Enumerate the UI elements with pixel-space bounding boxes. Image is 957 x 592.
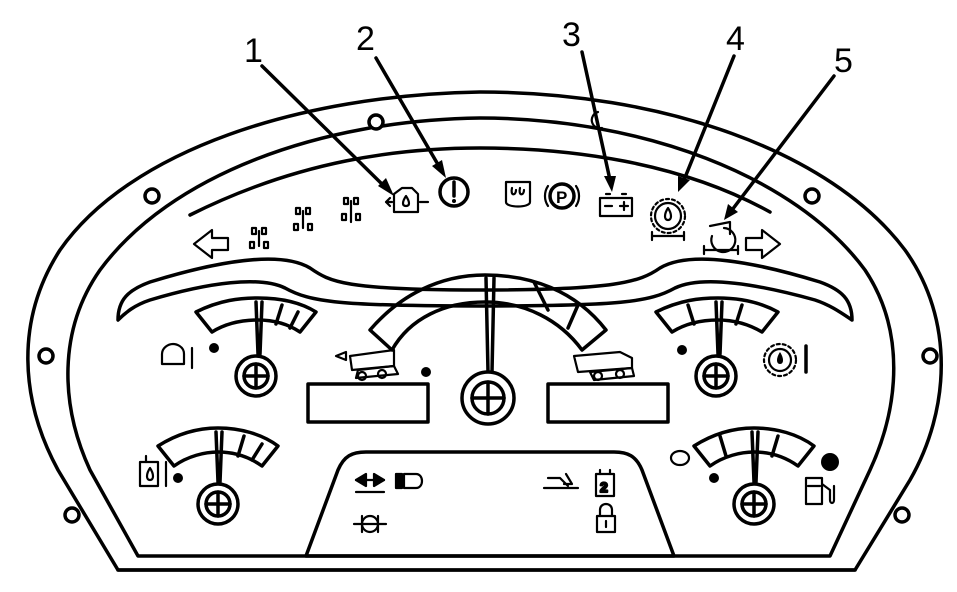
parking-brake-icon: P — [543, 182, 581, 210]
svg-text:4: 4 — [726, 20, 745, 58]
indicator-band-top — [188, 146, 772, 217]
mounting-holes — [37, 110, 939, 524]
coolant-warning-dot — [209, 343, 219, 353]
left-display — [306, 382, 430, 424]
callout-5: 5 — [724, 42, 853, 220]
axle-lock-icon — [248, 226, 270, 250]
transmission-oil-temperature-gauge — [654, 296, 780, 398]
center-lock-icon — [354, 472, 386, 494]
lock-icon — [595, 502, 617, 534]
panel-inner-bezel — [66, 116, 896, 558]
hydraulic-oil-temperature-icon — [138, 454, 168, 488]
right-display — [546, 382, 670, 424]
turn-right-arrow-icon — [744, 228, 782, 260]
svg-text:P: P — [556, 188, 567, 207]
light-icon — [394, 472, 424, 490]
truck-right-icon — [572, 350, 636, 382]
transmission-temp-dot — [677, 345, 687, 355]
coolant-temperature-gauge — [194, 296, 318, 398]
fuel-level-gauge — [692, 426, 816, 526]
axle-lock-lower-icon — [352, 514, 388, 534]
fuel-indicator-lamp — [669, 449, 691, 467]
svg-text:1: 1 — [244, 32, 263, 70]
hydraulic-temp-dot — [173, 473, 183, 483]
svg-text:5: 5 — [834, 42, 853, 80]
turn-left-arrow-icon — [192, 228, 230, 260]
lower-center-display — [304, 450, 676, 558]
speedometer-gauge — [368, 273, 608, 426]
truck-left-icon — [334, 348, 400, 382]
truck-left-dot — [421, 367, 431, 377]
fuel-low-lamp — [821, 453, 839, 471]
body-up-icon — [542, 472, 580, 490]
battery-icon — [598, 192, 634, 218]
callout-2: 2 — [356, 20, 446, 178]
callout-1: 1 — [244, 32, 394, 196]
hydraulic-oil-temperature-gauge — [156, 426, 280, 526]
coolant-temperature-icon — [160, 342, 194, 370]
engine-coolant-icon — [504, 180, 532, 208]
hoist-icon: 2 — [594, 468, 616, 498]
action-alarm-icon — [438, 176, 470, 208]
fuel-warning-dot — [709, 473, 719, 483]
svg-text:2: 2 — [356, 20, 375, 58]
differential-lock-icon — [292, 206, 314, 232]
indicator-channel — [116, 257, 854, 322]
transmission-temperature-icon — [762, 342, 808, 378]
svg-text:2: 2 — [600, 479, 608, 495]
callout-4: 4 — [678, 20, 745, 192]
callout-3: 3 — [562, 16, 616, 192]
inter-axle-lock-icon — [340, 196, 362, 224]
svg-text:3: 3 — [562, 16, 581, 54]
engine-oil-pressure-icon — [384, 186, 430, 214]
panel-outer-housing — [26, 90, 943, 572]
fuel-level-icon — [804, 476, 836, 506]
transmission-oil-icon — [649, 197, 687, 242]
retarder-icon — [702, 220, 740, 256]
